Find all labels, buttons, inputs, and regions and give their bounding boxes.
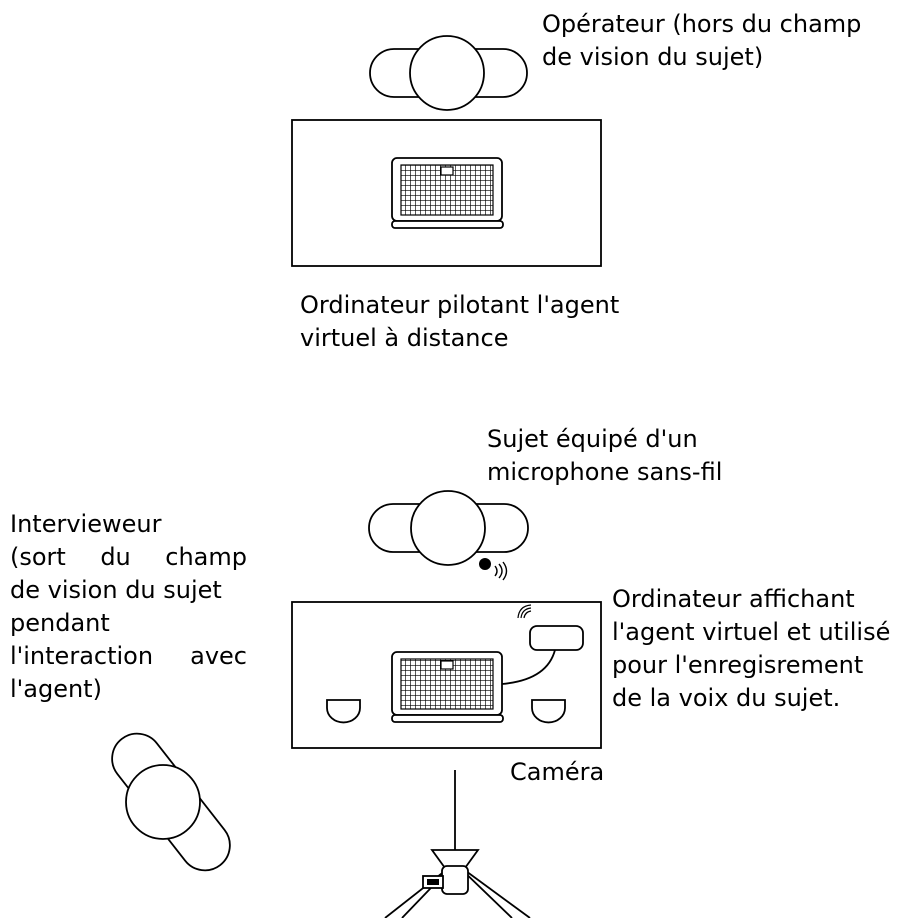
camera-label: Caméra [510,758,605,786]
pilot-laptop-icon [391,157,504,229]
operator-figure [369,35,528,111]
wireless-receiver-icon [501,604,584,685]
left-speaker-icon [326,699,361,724]
interviewer-figure [111,732,231,872]
subject-label: Sujet équipé d'un microphone sans-fil [487,425,723,486]
display-computer-label: Ordinateur affichant l'agent virtuel et … [612,585,891,712]
pilot-computer-label: Ordinateur pilotant l'agent virtuel à di… [300,291,620,352]
subject-figure [368,490,529,566]
right-speaker-icon [531,699,566,724]
operator-label: Opérateur (hors du champ de vision du su… [542,10,862,71]
camera-icon [384,770,531,918]
microphone-icon [479,558,508,581]
display-laptop-icon [391,651,504,723]
